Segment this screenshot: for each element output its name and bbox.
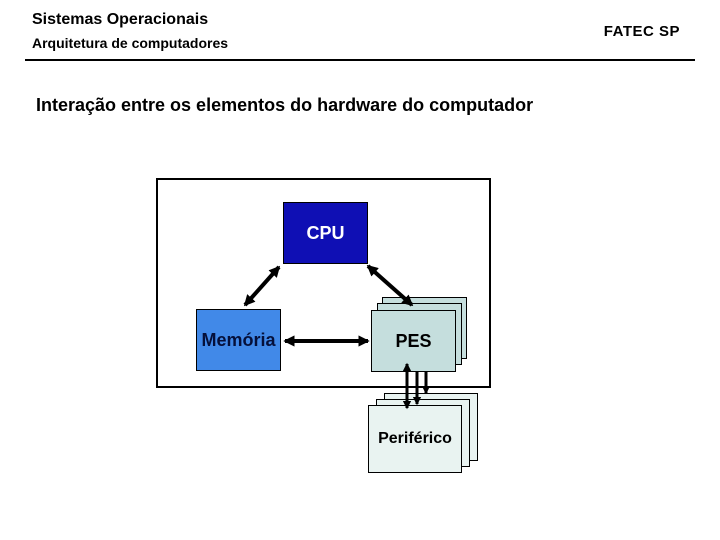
pes-label: PES (395, 330, 432, 351)
periferico-box: Periférico (368, 405, 462, 473)
header-divider (25, 59, 695, 61)
memoria-label: Memória (201, 329, 276, 350)
header-title: Sistemas Operacionais (32, 11, 209, 28)
header-org-label: FATEC SP (603, 23, 680, 40)
cpu-label: CPU (306, 222, 345, 243)
pes-box: PES (371, 310, 456, 372)
slide-title: Interação entre os elementos do hardware… (36, 95, 534, 115)
periferico-label: Periférico (378, 430, 452, 447)
header-subtitle: Arquitetura de computadores (32, 35, 229, 51)
cpu-box: CPU (283, 202, 368, 264)
memoria-box: Memória (196, 309, 281, 371)
